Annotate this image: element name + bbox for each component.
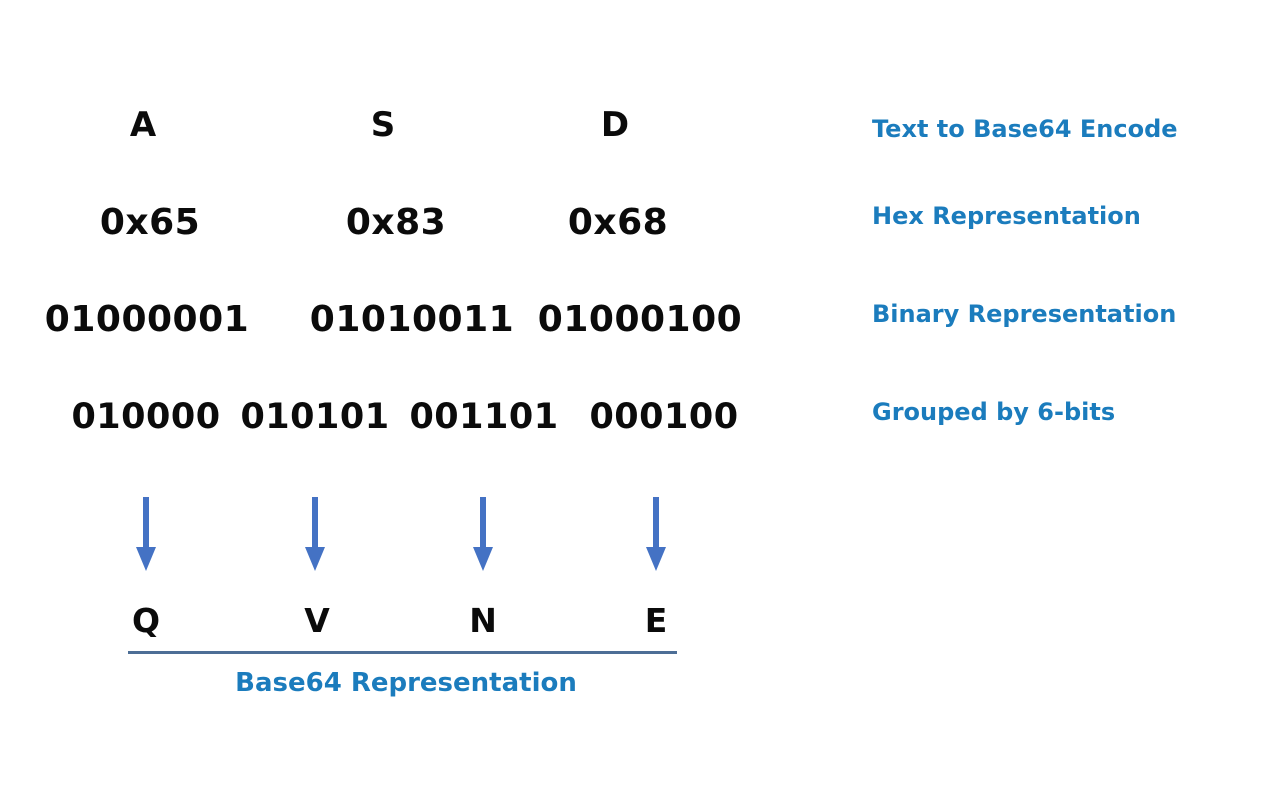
grouped-bits-cell: 010101 [240,397,390,437]
binary-cell: 01000001 [44,299,250,340]
arrow-head [305,547,325,571]
grouped-bits-cell: 010000 [71,397,221,437]
annotation-grouped-by-6-bits: Grouped by 6-bits [872,398,1116,426]
arrow-shaft [312,497,318,549]
base64-representation-caption: Base64 Representation [235,668,577,698]
arrow-shaft [480,497,486,549]
arrow-head [473,547,493,571]
grouped-bits-cell: 001101 [409,397,559,437]
character-cell: D [600,105,630,145]
character-cell: A [129,105,157,145]
down-arrow-icon [645,497,667,571]
down-arrow-icon [135,497,157,571]
result-divider [128,651,677,654]
base64-output-cell: N [469,601,497,640]
annotation-hex-representation: Hex Representation [872,202,1141,230]
down-arrow-icon [304,497,326,571]
base64-output-cell: E [644,601,668,640]
arrow-shaft [143,497,149,549]
arrow-head [646,547,666,571]
arrow-head [136,547,156,571]
down-arrow-icon [472,497,494,571]
hex-cell: 0x65 [99,202,201,243]
binary-cell: 01000100 [537,299,743,340]
hex-cell: 0x83 [345,202,447,243]
binary-cell: 01010011 [309,299,515,340]
base64-output-cell: Q [131,601,161,640]
hex-cell: 0x68 [567,202,669,243]
arrow-shaft [653,497,659,549]
character-cell: S [370,105,396,145]
base64-output-cell: V [304,601,330,640]
annotation-text-to-base64-encode: Text to Base64 Encode [872,115,1178,143]
annotation-binary-representation: Binary Representation [872,300,1177,328]
grouped-bits-cell: 000100 [589,397,739,437]
